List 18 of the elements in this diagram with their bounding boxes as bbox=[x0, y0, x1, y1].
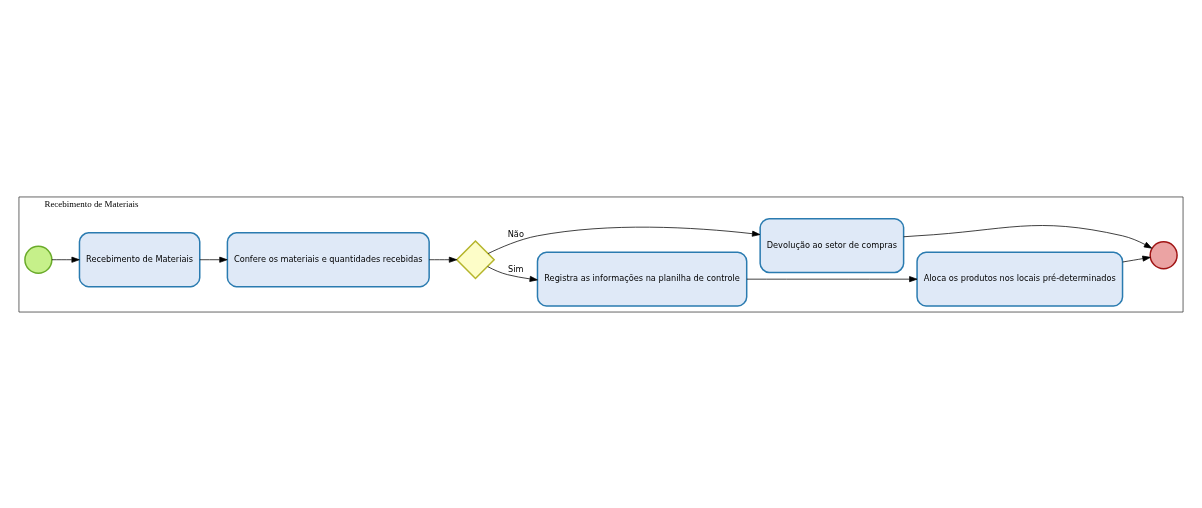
node-box: Recebimento de Materiais bbox=[78, 231, 201, 287]
arrow bbox=[199, 256, 228, 263]
node-box: Aloca os produtos nos locais pré-determinados bbox=[916, 251, 1124, 307]
edge-label: Não bbox=[507, 228, 524, 239]
arrow bbox=[487, 265, 538, 282]
arrow bbox=[1122, 255, 1151, 262]
arrow bbox=[746, 275, 918, 282]
edge-label: Sim bbox=[508, 263, 524, 274]
node-box: Devolução ao setor de compras bbox=[759, 217, 905, 273]
node-box: Confere os materiais e quantidades recebidas bbox=[226, 231, 430, 287]
arrow bbox=[428, 256, 458, 263]
node-diamond bbox=[455, 239, 496, 279]
node-box: Registra as informações na planilha de controle bbox=[536, 251, 748, 307]
node-circle bbox=[1149, 240, 1178, 269]
arrow bbox=[487, 226, 761, 254]
arrow bbox=[51, 256, 80, 263]
arrow bbox=[903, 224, 1153, 249]
node-circle bbox=[24, 245, 53, 274]
